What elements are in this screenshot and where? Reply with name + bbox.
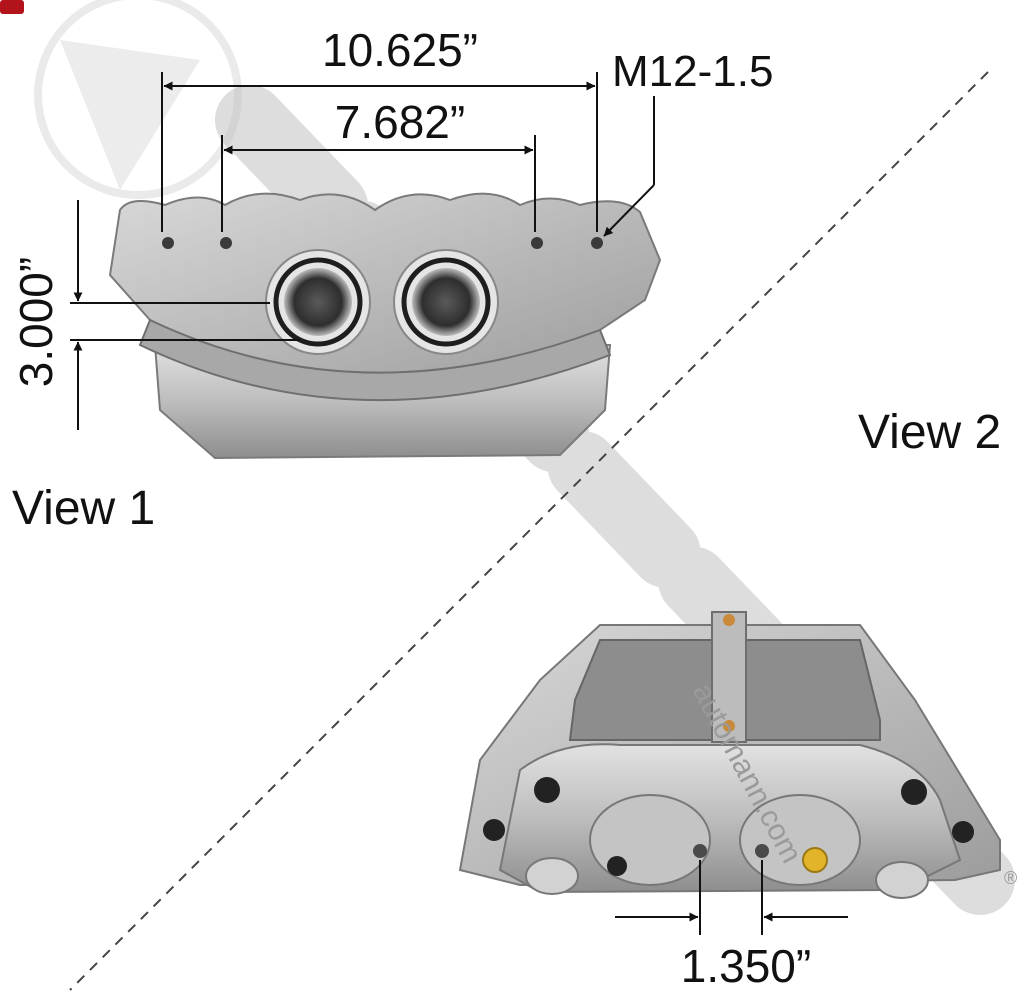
height-label: 3.000” <box>10 257 62 387</box>
dimension-overall-width: 10.625” <box>161 24 598 232</box>
piston-bore-left <box>265 249 371 355</box>
piston-bore-right <box>393 249 499 355</box>
inner-width-label: 7.682” <box>335 96 465 148</box>
dimension-inner-width: 7.682” <box>221 96 536 232</box>
bleeder-screw <box>802 847 828 873</box>
caliper-view-2 <box>458 611 1001 899</box>
piston-hole <box>755 844 769 858</box>
piston-housing-right <box>739 794 861 886</box>
view-2-label: View 2 <box>858 406 1001 459</box>
guide-pin-cap <box>875 861 929 899</box>
caliper-view-1 <box>108 192 662 460</box>
dimension-height: 3.000” <box>10 200 300 430</box>
piston-spacing-label: 1.350” <box>681 940 811 992</box>
plug <box>607 856 627 876</box>
guide-pin-cap <box>525 857 579 895</box>
overall-width-label: 10.625” <box>322 24 478 76</box>
plug <box>483 819 505 841</box>
mount-hole <box>591 237 603 249</box>
plug <box>534 777 560 803</box>
dimension-piston-spacing: 1.350” <box>615 860 848 992</box>
corner-badge <box>0 0 24 14</box>
plug <box>901 779 927 805</box>
caliper-bridge <box>138 318 612 402</box>
view-1-label: View 1 <box>12 482 155 535</box>
retainer-bolt <box>723 720 735 732</box>
retainer-bolt <box>723 614 735 626</box>
piston-hole <box>693 844 707 858</box>
thread-size-label: M12-1.5 <box>612 47 773 96</box>
mount-hole <box>162 237 174 249</box>
registered-mark: ® <box>1004 868 1017 888</box>
mount-hole <box>220 237 232 249</box>
brand-logo-watermark <box>34 0 242 199</box>
piston-housing-left <box>589 794 711 886</box>
plug <box>952 821 974 843</box>
thread-callout: M12-1.5 <box>603 47 773 237</box>
mount-hole <box>531 237 543 249</box>
view-separator-line <box>69 71 989 991</box>
